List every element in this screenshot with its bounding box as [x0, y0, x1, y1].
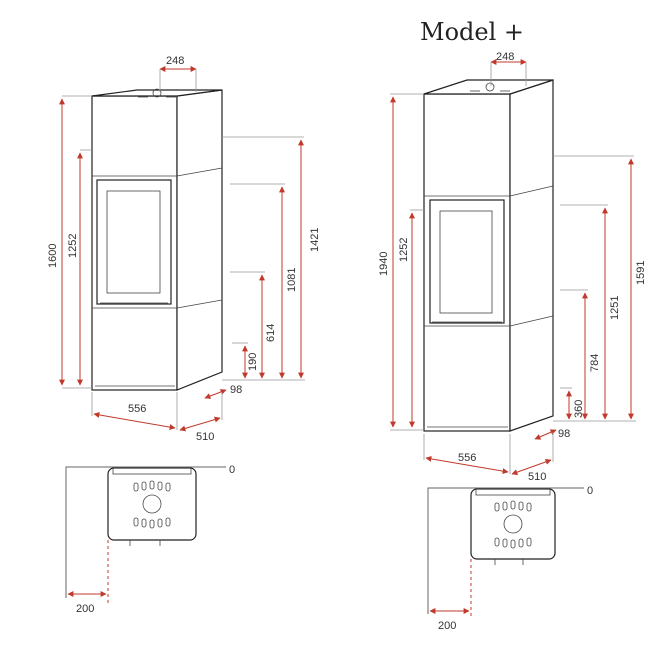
- stove-top: [91, 89, 223, 97]
- stove-door: [429, 199, 505, 324]
- door-glass: [106, 190, 161, 294]
- flue-outlet-icon: [142, 494, 162, 514]
- dim-width: 556: [458, 452, 476, 464]
- dim-wall-zero: 0: [587, 485, 593, 497]
- dim-door-height: 1081: [286, 268, 298, 292]
- dim-base: 190: [247, 353, 259, 371]
- vent-slots-icon: [494, 500, 532, 549]
- dim-mid-height: 1421: [309, 228, 321, 252]
- stove-side-face: [509, 79, 554, 432]
- dim-wall-zero: 0: [229, 464, 235, 476]
- dim-wall-distance: 200: [438, 620, 456, 632]
- top-vent-icon: [138, 88, 176, 98]
- standard-stove-plan-view: 0 200: [65, 464, 235, 615]
- dim-total-height: 1600: [47, 244, 59, 268]
- wall-corner: [65, 466, 226, 598]
- dim-lower-panel: 614: [265, 324, 277, 342]
- stove-door: [96, 179, 172, 305]
- dim-width: 556: [128, 403, 146, 415]
- dim-top-opening: 248: [166, 55, 184, 67]
- dim-top-opening: 248: [496, 51, 514, 63]
- model-plus-title: Model +: [420, 18, 525, 46]
- dim-door-height: 1251: [609, 296, 621, 320]
- dim-depth-offset: 98: [558, 428, 570, 440]
- dim-wall-distance: 200: [76, 603, 94, 615]
- plan-body: [107, 467, 197, 541]
- standard-stove-elevation: 248 1600 1252 1421 1081 614: [47, 55, 321, 443]
- stove-side-face: [176, 89, 223, 391]
- stove-top: [423, 79, 554, 95]
- top-vent-icon: [470, 82, 510, 92]
- dim-door-top: 1252: [398, 238, 410, 262]
- dim-depth-offset: 98: [230, 384, 242, 396]
- flue-outlet-icon: [503, 514, 523, 534]
- door-glass: [439, 210, 493, 314]
- dim-total-height: 1940: [378, 252, 390, 276]
- dim-base: 360: [573, 400, 585, 418]
- model-plus-plan-view: 0 200: [427, 485, 593, 632]
- dim-lower-panel: 784: [589, 354, 601, 372]
- dim-depth: 510: [528, 471, 546, 483]
- wall-corner: [427, 487, 584, 614]
- dim-depth: 510: [196, 431, 214, 443]
- model-plus-elevation: 248 1940 1252 1591 1251 784: [378, 51, 647, 483]
- plan-body: [470, 488, 556, 560]
- dim-mid-height: 1591: [635, 261, 647, 285]
- dim-door-top: 1252: [67, 234, 79, 258]
- vent-slots-icon: [133, 480, 171, 529]
